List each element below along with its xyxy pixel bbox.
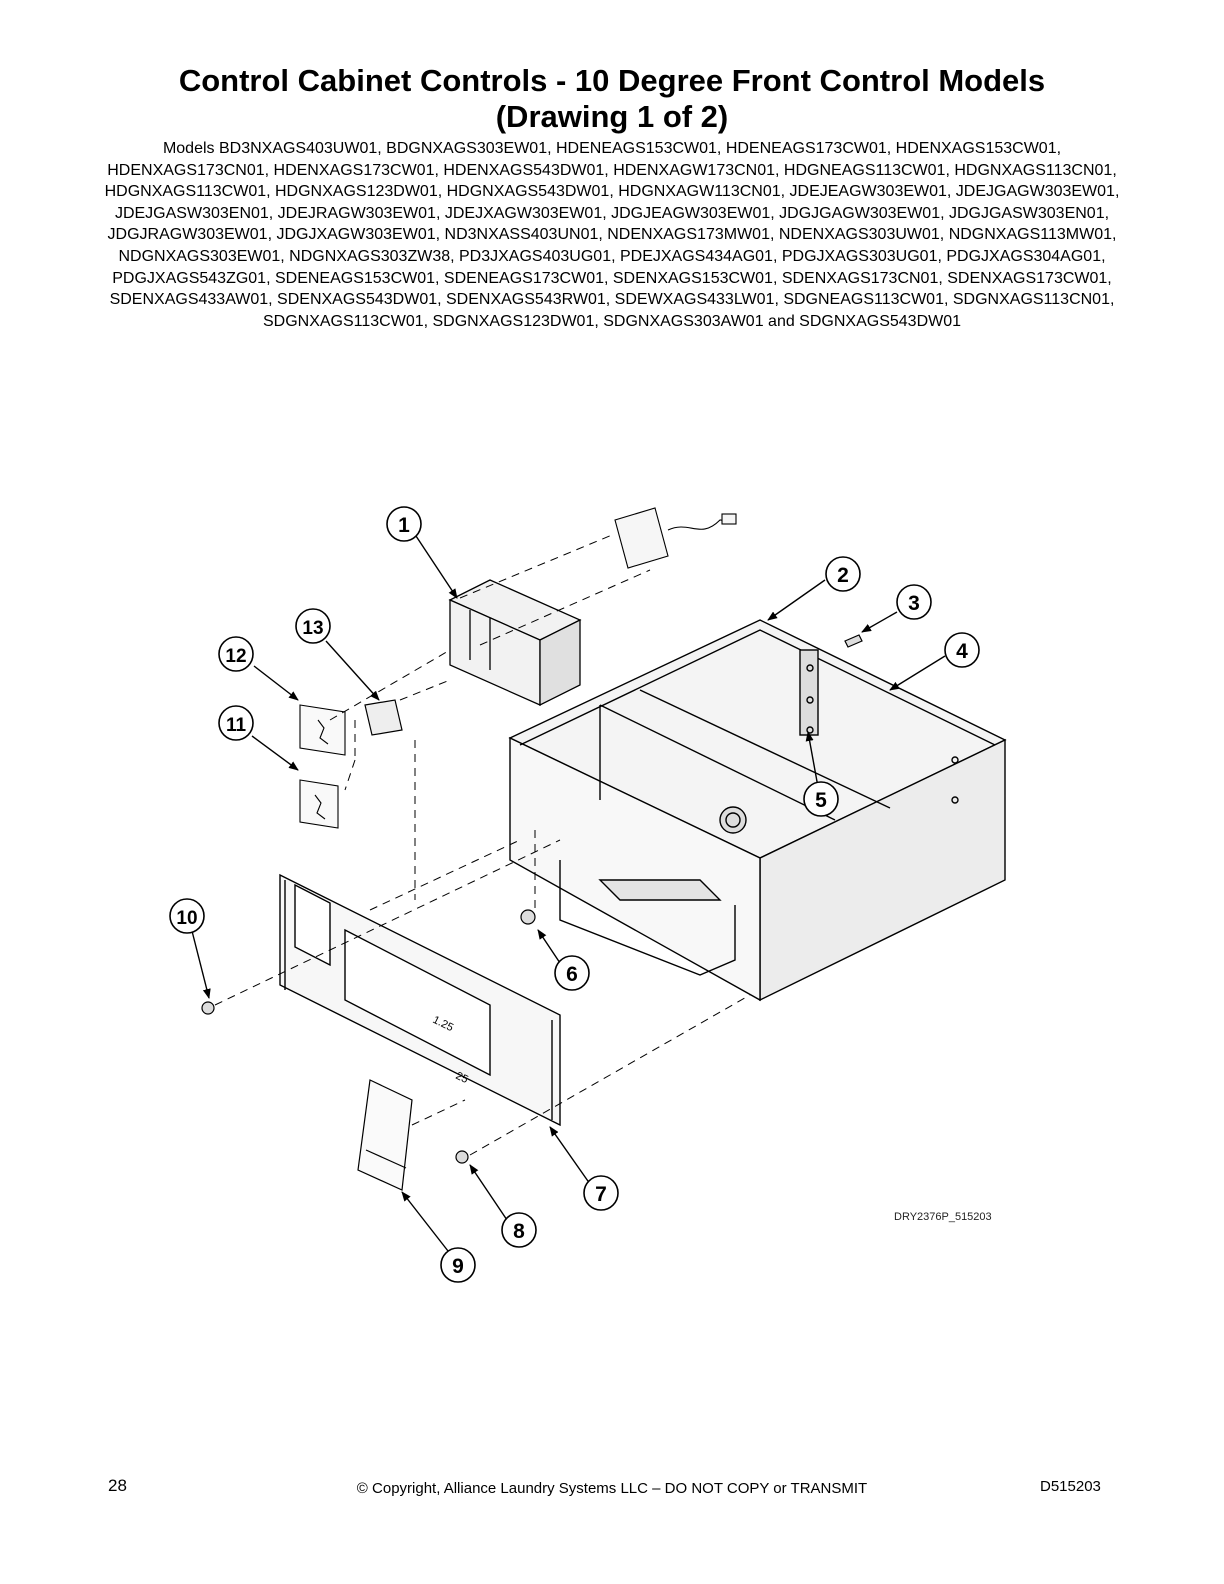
callout-8: 8 (501, 1212, 537, 1248)
assembly-guide-lines (214, 534, 751, 1156)
relay-switch (364, 699, 403, 736)
leader-arrows (191, 535, 946, 1252)
callout-12: 12 (218, 636, 254, 672)
callout-13: 13 (295, 608, 331, 644)
callout-5-label: 5 (815, 789, 827, 812)
callout-1: 1 (386, 506, 422, 542)
overlay-plate-11 (299, 779, 339, 829)
fasteners (201, 634, 863, 1164)
display-overlay (357, 1079, 413, 1191)
callout-3-label: 3 (908, 592, 920, 615)
callout-7: 7 (583, 1175, 619, 1211)
callout-3: 3 (896, 584, 932, 620)
callout-9: 9 (440, 1247, 476, 1283)
copyright-notice: © Copyright, Alliance Laundry Systems LL… (356, 1480, 868, 1497)
callout-6-label: 6 (566, 963, 578, 986)
callout-13-label: 13 (302, 618, 323, 639)
document-number: D515203 (1040, 1478, 1101, 1495)
model-list: Models BD3NXAGS403UW01, BDGNXAGS303EW01,… (104, 140, 1120, 330)
callout-9-label: 9 (452, 1255, 464, 1278)
callout-5: 5 (803, 781, 839, 817)
callout-2: 2 (825, 556, 861, 592)
exploded-parts-diagram: 1.25 25 1 2 3 4 5 6 (169, 506, 1007, 1283)
page-number: 28 (108, 1476, 127, 1495)
callout-8-label: 8 (513, 1220, 525, 1243)
callout-1-label: 1 (398, 514, 410, 537)
callout-4: 4 (944, 632, 980, 668)
page-title: Control Cabinet Controls - 10 Degree Fro… (178, 63, 1046, 98)
callout-4-label: 4 (956, 640, 968, 663)
control-bracket (448, 579, 582, 707)
overlay-plate-12 (299, 704, 346, 756)
control-board (614, 507, 737, 569)
callout-6: 6 (554, 955, 590, 991)
callout-7-label: 7 (595, 1183, 607, 1206)
callout-2-label: 2 (837, 564, 849, 587)
page-subtitle: (Drawing 1 of 2) (495, 99, 729, 134)
drawing-id: DRY2376P_515203 (894, 1211, 992, 1223)
callout-12-label: 12 (225, 646, 246, 667)
cabinet-frame (508, 619, 1007, 1002)
callout-10: 10 (169, 898, 205, 934)
panel-mark-2: 25 (454, 1070, 470, 1086)
front-control-panel (279, 873, 561, 1127)
callout-11: 11 (218, 705, 254, 741)
callout-11-label: 11 (226, 715, 247, 736)
callout-10-label: 10 (176, 908, 197, 929)
